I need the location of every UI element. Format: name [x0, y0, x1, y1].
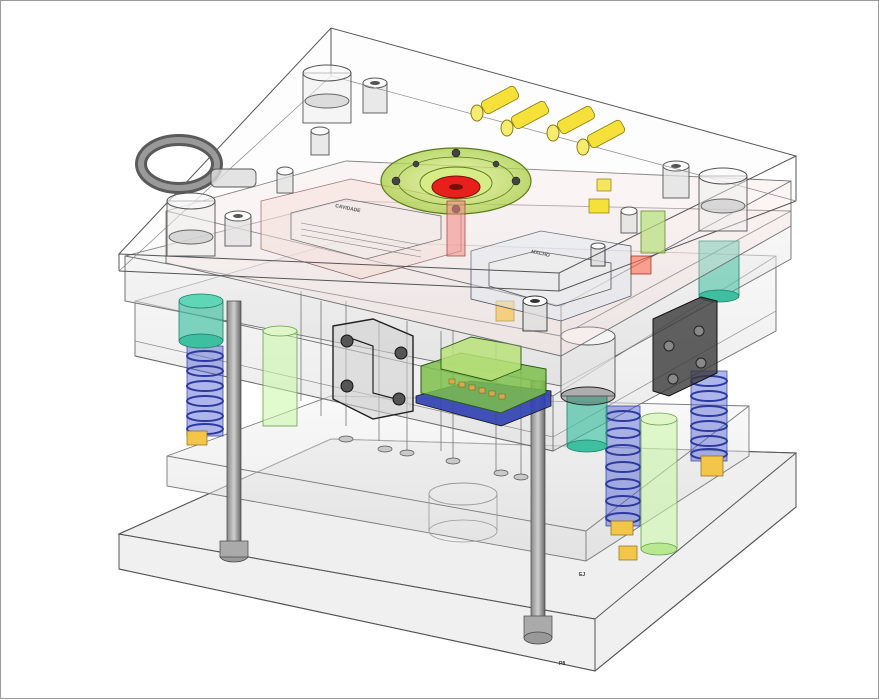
- fitting: [470, 85, 520, 122]
- ejector-pin-heads: [338, 435, 529, 481]
- core-plate-label: CAVIDADE: [335, 203, 362, 214]
- fitting: [576, 119, 626, 156]
- top-guide-bushings: [166, 64, 748, 257]
- screw: [362, 77, 388, 114]
- screw: [276, 166, 294, 194]
- side-lock-block: [652, 296, 718, 397]
- eye-bolt: [135, 134, 257, 194]
- screw: [522, 295, 548, 332]
- guide-bushing-back-right: [698, 167, 748, 232]
- screw: [590, 242, 606, 267]
- bushing-back-right: [698, 240, 740, 297]
- fitting: [500, 100, 550, 137]
- fitting: [546, 105, 596, 142]
- guide-bushing-front-left: [166, 192, 216, 257]
- spring-right-back: [690, 370, 728, 462]
- cooling-fittings: [470, 85, 626, 214]
- base-mark-label: P8: [559, 661, 565, 667]
- sprue-bushing: [431, 175, 481, 257]
- leader-bushings: [178, 240, 740, 556]
- guide-pillar-front-left: [226, 300, 242, 557]
- guide-pillars: [219, 300, 553, 645]
- cavity-insert: [415, 336, 552, 427]
- support-pillar-left: [262, 330, 298, 427]
- socket-screws: [224, 77, 690, 332]
- cooling-manifold: [630, 210, 666, 275]
- screw: [224, 210, 252, 247]
- screw: [620, 206, 638, 234]
- front-lock-block: [332, 318, 414, 420]
- screw: [310, 126, 330, 156]
- ejector-mark-label: EJ: [579, 572, 585, 578]
- cavity-plate-label: MACHO: [531, 249, 551, 259]
- spring-right-front: [605, 405, 641, 527]
- guide-pillar-front-right: [530, 380, 546, 622]
- support-pillar-right: [640, 418, 678, 550]
- return-springs: [186, 345, 728, 527]
- stop-buttons: [186, 300, 724, 561]
- front-support-cylinder: [560, 326, 616, 406]
- guide-bushing-back-left: [302, 64, 352, 124]
- spring-left: [186, 345, 224, 437]
